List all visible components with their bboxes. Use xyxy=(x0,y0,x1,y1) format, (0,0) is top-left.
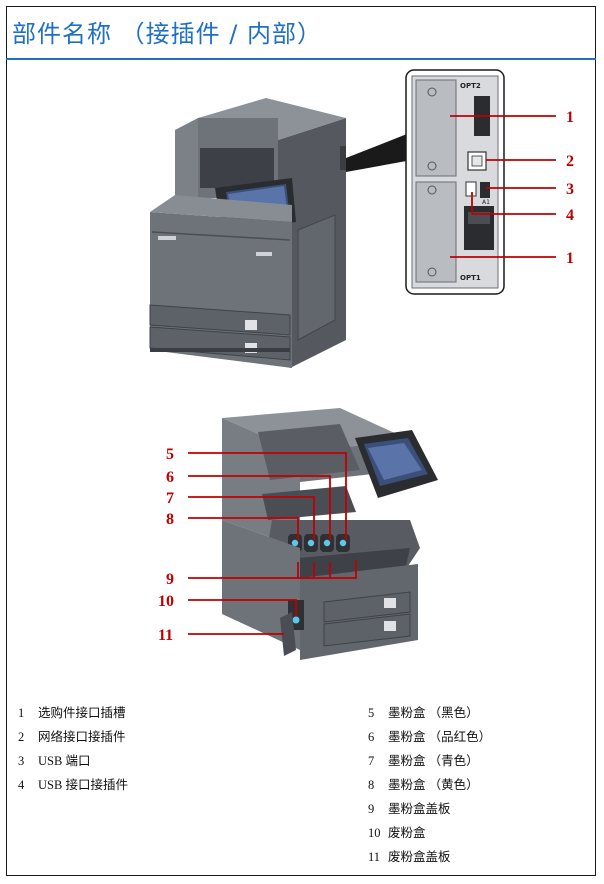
callout-1b: 1 xyxy=(566,250,574,267)
printer-open-view xyxy=(222,408,438,660)
printer-front-view xyxy=(149,98,346,368)
callout-2: 2 xyxy=(566,153,574,170)
callout-11: 11 xyxy=(158,627,173,644)
callout-3: 3 xyxy=(566,181,574,198)
toner-callout-lines xyxy=(188,452,357,635)
title-divider xyxy=(6,58,596,60)
callout-6: 6 xyxy=(166,469,174,486)
callout-1a: 1 xyxy=(566,109,574,126)
opt2-label: OPT2 xyxy=(460,82,481,90)
opt1-label: OPT1 xyxy=(460,274,481,282)
callout-10: 10 xyxy=(158,593,174,610)
page-title: 部件名称 （接插件 / 内部） xyxy=(12,20,322,48)
callout-9: 9 xyxy=(166,571,174,588)
connector-panel xyxy=(405,69,505,295)
callout-8: 8 xyxy=(166,511,174,528)
callout-4: 4 xyxy=(566,207,574,224)
callout-5: 5 xyxy=(166,446,174,463)
panel-callout-lines xyxy=(450,115,556,258)
callout-7: 7 xyxy=(166,490,174,507)
a1-label: A1 xyxy=(482,199,490,206)
zoom-pointer xyxy=(346,132,412,172)
